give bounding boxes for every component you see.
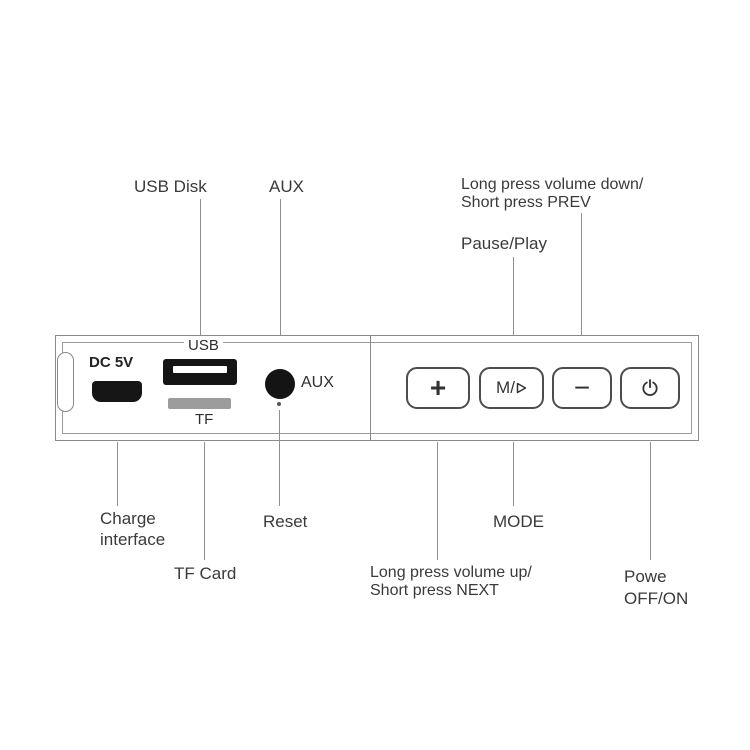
label-tf-card: TF Card: [174, 564, 237, 583]
label-charge-line1: Charge: [100, 509, 156, 528]
minus-icon: −: [573, 372, 591, 403]
label-volume-up-line2: Short press NEXT: [370, 582, 499, 599]
connector-volume-up: [437, 442, 438, 560]
label-power-line2: OFF/ON: [624, 589, 689, 608]
connector-volume-down: [581, 213, 582, 365]
connector-power: [650, 442, 651, 560]
connector-pause-play: [513, 257, 514, 365]
label-tf-slot: TF: [195, 411, 214, 428]
label-power-line1: Powe: [624, 567, 667, 586]
label-volume-down-line1: Long press volume down/: [461, 176, 644, 193]
aux-jack: [265, 369, 295, 399]
connector-tf-card: [204, 442, 205, 560]
mode-play-button: M/: [479, 367, 544, 409]
plus-icon: +: [429, 372, 447, 403]
volume-up-button: +: [406, 367, 470, 409]
label-volume-up-line1: Long press volume up/: [370, 564, 532, 581]
label-pause-play: Pause/Play: [461, 234, 547, 253]
label-volume-down: Long press volume down/ Short press PREV: [461, 176, 643, 212]
reset-hole: [277, 402, 281, 406]
connector-aux: [280, 199, 281, 365]
label-aux-jack: AUX: [301, 374, 334, 391]
label-power-off-on: Powe OFF/ON: [624, 566, 688, 610]
panel-divider: [370, 336, 371, 440]
mode-button-text: M/: [496, 378, 515, 397]
tf-card-slot: [168, 398, 231, 409]
connector-reset: [279, 410, 280, 506]
power-button: [620, 367, 680, 409]
micro-usb-port: [92, 381, 142, 402]
connector-charge: [117, 442, 118, 506]
label-dc-5v: DC 5V: [89, 354, 134, 371]
usb-port-slot: [173, 366, 227, 373]
connector-usb-disk: [200, 199, 201, 338]
play-icon: [516, 382, 527, 394]
power-icon: [642, 379, 658, 396]
label-volume-down-line2: Short press PREV: [461, 194, 591, 211]
label-aux-top: AUX: [269, 177, 304, 196]
label-charge-line2: interface: [100, 530, 166, 549]
label-mode: MODE: [493, 512, 544, 531]
label-reset: Reset: [263, 512, 308, 531]
connector-mode: [513, 442, 514, 506]
side-notch: [57, 352, 74, 412]
label-charge-interface: Charge interface: [100, 508, 165, 550]
volume-down-button: −: [552, 367, 612, 409]
usb-port: [163, 359, 237, 385]
label-volume-up: Long press volume up/ Short press NEXT: [370, 564, 532, 600]
label-usb-port: USB: [184, 337, 223, 354]
label-usb-disk: USB Disk: [134, 177, 207, 196]
